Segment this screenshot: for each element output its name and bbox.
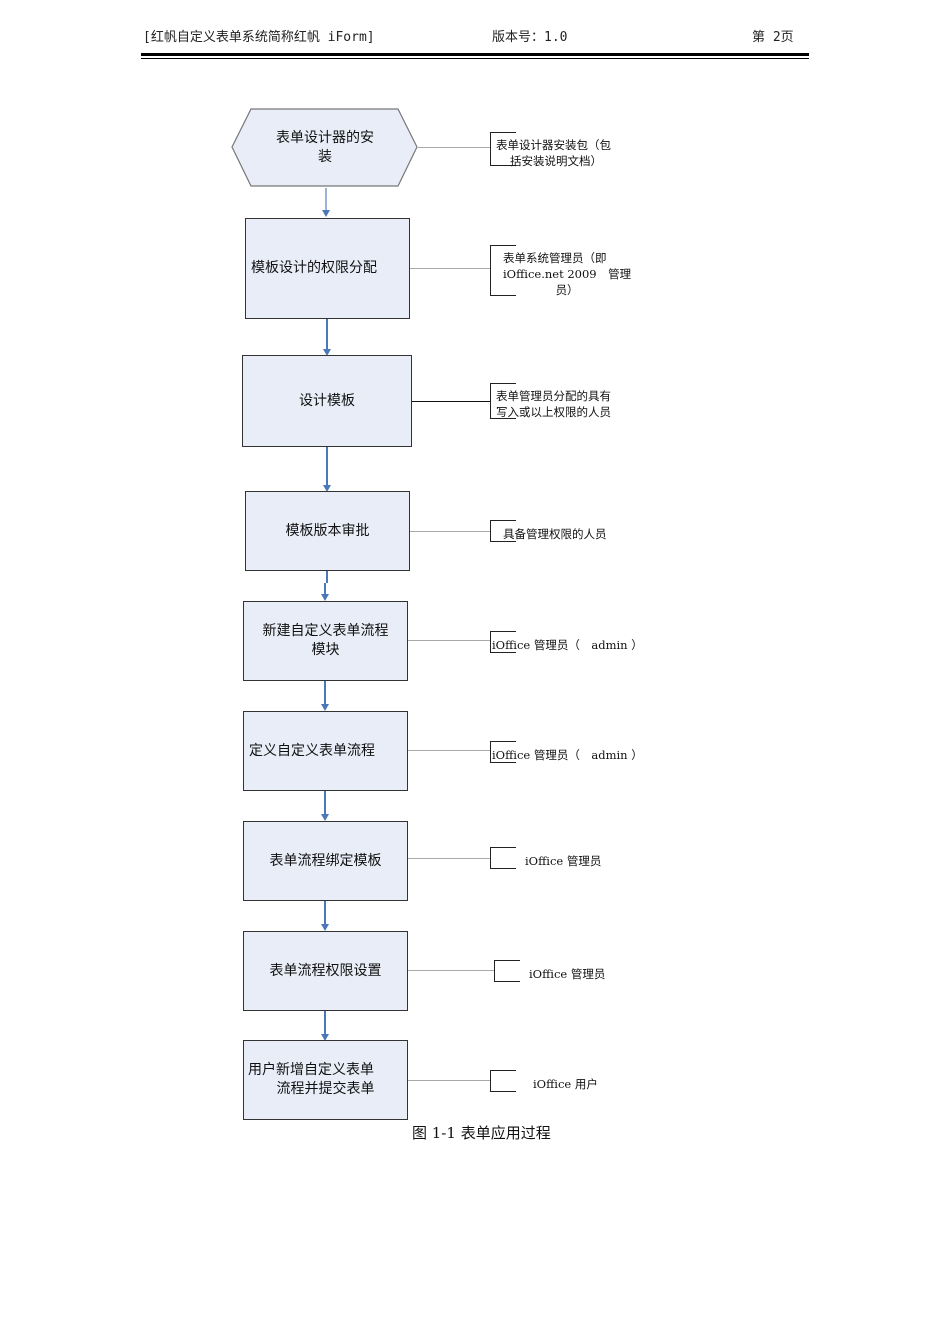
flow-line-5 xyxy=(324,681,326,704)
step-1-install-designer: 表单设计器的安 装 xyxy=(250,108,400,188)
note-3-line-1: 表单管理员分配的具有 xyxy=(496,389,611,403)
step-1-label-line-1: 表单设计器的安 xyxy=(276,130,374,146)
connector-9 xyxy=(408,1080,490,1081)
note-2-line-2: iOffice.net 2009 管理 xyxy=(503,267,632,281)
connector-8 xyxy=(408,970,494,971)
step-8-label: 表单流程权限设置 xyxy=(269,962,382,979)
flow-line-8 xyxy=(324,1011,326,1034)
hexagon-shape xyxy=(231,108,418,187)
figure-caption: 图 1-1 表单应用过程 xyxy=(412,1124,551,1142)
header-rule-thick xyxy=(141,53,809,56)
annotation-bracket-8 xyxy=(494,960,520,982)
arrow-down-icon xyxy=(321,594,329,601)
connector-4 xyxy=(410,531,490,532)
arrow-down-icon xyxy=(323,349,331,356)
note-3-line-2: 写入或以上权限的人员 xyxy=(496,405,611,419)
step-4-label: 模板版本审批 xyxy=(285,522,370,539)
connector-3 xyxy=(412,401,490,402)
step-3-label: 设计模板 xyxy=(299,392,355,409)
note-9: iOffice 用户 xyxy=(533,1077,598,1091)
note-8: iOffice 管理员 xyxy=(529,967,606,981)
note-2-line-1: 表单系统管理员（即 xyxy=(503,251,607,265)
note-2: 表单系统管理员（即 iOffice.net 2009 管理 员） xyxy=(503,250,631,298)
flow-line-3 xyxy=(326,447,328,485)
flow-line-6 xyxy=(324,791,326,814)
header-title: [红帆自定义表单系统简称红帆 iForm] xyxy=(143,30,375,45)
step-7-label: 表单流程绑定模板 xyxy=(269,852,382,869)
step-6-label: 定义自定义表单流程 xyxy=(249,742,375,759)
annotation-bracket-7 xyxy=(490,847,516,869)
flow-line-2 xyxy=(326,319,328,349)
step-7-bind-template-to-flow: 表单流程绑定模板 xyxy=(243,821,408,901)
connector-2 xyxy=(410,268,490,269)
annotation-bracket-1 xyxy=(490,132,516,166)
arrow-down-icon xyxy=(321,814,329,821)
annotation-bracket-6 xyxy=(490,741,516,763)
flow-line-1 xyxy=(325,188,327,210)
step-9-label-line-2: 流程并提交表单 xyxy=(276,1081,375,1097)
note-6: iOffice 管理员（ admin ） xyxy=(492,748,643,762)
note-4: 具备管理权限的人员 xyxy=(503,527,607,541)
flow-line-4b xyxy=(324,583,326,594)
header-rule-thin xyxy=(141,58,809,59)
connector-1 xyxy=(418,147,490,148)
arrow-down-icon xyxy=(321,704,329,711)
arrow-down-icon xyxy=(321,924,329,931)
step-5-new-custom-form-flow-module: 新建自定义表单流程 模块 xyxy=(243,601,408,681)
step-6-define-custom-form-flow: 定义自定义表单流程 xyxy=(243,711,408,791)
step-3-design-template: 设计模板 xyxy=(242,355,412,447)
arrow-down-icon xyxy=(321,1034,329,1041)
step-2-label: 模板设计的权限分配 xyxy=(251,260,377,276)
flow-line-7 xyxy=(324,901,326,924)
note-7: iOffice 管理员 xyxy=(525,854,602,868)
connector-7 xyxy=(408,858,490,859)
step-5-label-line-2: 模块 xyxy=(311,642,340,658)
step-9-label-line-1: 用户新增自定义表单 xyxy=(248,1062,374,1078)
connector-6 xyxy=(408,750,490,751)
flow-line-4a xyxy=(326,571,328,583)
annotation-bracket-3 xyxy=(490,383,516,419)
arrow-down-icon xyxy=(322,210,330,217)
step-1-label-line-2: 装 xyxy=(318,149,332,165)
annotation-bracket-4 xyxy=(490,520,516,542)
note-1-line-2: 括安装说明文档） xyxy=(510,154,602,168)
annotation-bracket-2 xyxy=(490,245,516,296)
note-3: 表单管理员分配的具有 写入或以上权限的人员 xyxy=(496,388,611,420)
annotation-bracket-5 xyxy=(490,631,516,653)
step-2-permission-assignment: 模板设计的权限分配 xyxy=(245,218,410,319)
step-5-label-line-1: 新建自定义表单流程 xyxy=(262,623,389,639)
header-page-number: 第 2页 xyxy=(752,30,794,45)
note-1: 表单设计器安装包（包 括安装说明文档） xyxy=(496,137,611,169)
annotation-bracket-9 xyxy=(490,1070,516,1092)
step-8-flow-permission-settings: 表单流程权限设置 xyxy=(243,931,408,1011)
connector-5 xyxy=(408,640,490,641)
note-1-line-1: 表单设计器安装包（包 xyxy=(496,138,611,152)
step-4-template-version-approval: 模板版本审批 xyxy=(245,491,410,571)
step-9-user-submits-form: 用户新增自定义表单 流程并提交表单 xyxy=(243,1040,408,1120)
header-version: 版本号：1.0 xyxy=(492,30,568,45)
note-2-line-3: 员） xyxy=(555,283,579,297)
note-5: iOffice 管理员（ admin ） xyxy=(492,638,643,652)
arrow-down-icon xyxy=(323,485,331,492)
